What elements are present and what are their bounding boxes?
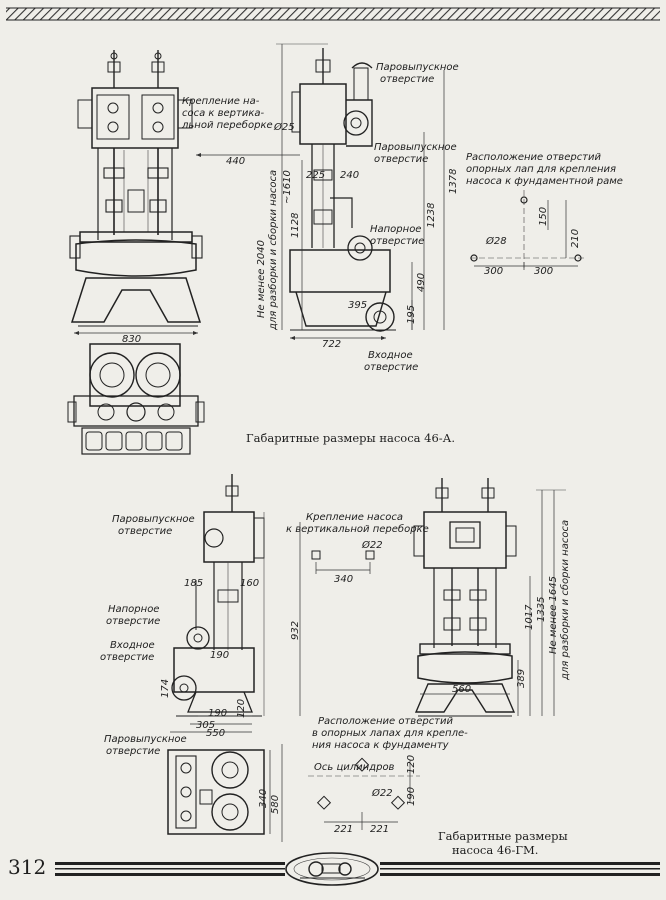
pump-46gm-plan-view <box>167 744 283 842</box>
gm-dim-1017: 1017 <box>524 604 535 630</box>
gm-callout-inlet-1: Входное <box>110 640 155 651</box>
pump-46a-feet-holes <box>470 190 584 270</box>
gm-callout-mount-2: к вертикальной переборке <box>286 523 429 535</box>
gm-dim-190b: 190 <box>208 708 227 719</box>
vertical-note-1: Не менее 2040 <box>256 240 267 318</box>
pump-46gm-front-view <box>299 478 566 717</box>
gm-callout-delivery-1: Напорное <box>108 604 159 615</box>
pump-46gm-labels: Паровыпускное отверстие Напорное отверст… <box>100 512 571 835</box>
gm-callout-feet-2: в опорных лапах для крепле- <box>312 728 468 739</box>
bottom-border <box>55 852 660 886</box>
callout-mount-vertical-3: льной переборке <box>181 119 273 131</box>
callout-inlet-1: Входное <box>368 350 413 361</box>
gm-dim-221a: 221 <box>334 824 353 835</box>
gm-dim-160: 160 <box>240 578 259 589</box>
gm-callout-mount-1: Крепление насоса <box>306 512 403 523</box>
pump-46gm-feet-holes <box>308 757 420 830</box>
callout-steam-outlet-mid-2: отверстие <box>374 154 428 165</box>
gm-dim-120a: 120 <box>236 699 247 718</box>
gm-dim-190a: 190 <box>210 650 229 661</box>
callout-inlet-2: отверстие <box>364 362 418 373</box>
dim-210: 210 <box>570 229 581 248</box>
dim-d25: Ø25 <box>273 121 295 133</box>
gm-cyl-axis: Ось цилиндров <box>314 762 395 773</box>
pump-46gm-mount-holes <box>311 550 375 574</box>
caption-46gm-line2: насоса 46-ГМ. <box>452 843 538 857</box>
pump-46a-side-view <box>196 43 445 340</box>
callout-delivery-1: Напорное <box>370 224 421 235</box>
dim-440: 440 <box>226 156 245 167</box>
dim-300-right: 300 <box>534 266 553 277</box>
gm-vertical-note-1: Не менее 1645 <box>548 576 559 654</box>
dim-395: 395 <box>348 300 367 311</box>
gm-dim-550: 550 <box>206 728 225 739</box>
dim-1238: 1238 <box>426 203 437 228</box>
gm-dim-190c: 190 <box>406 787 417 806</box>
gm-callout-delivery-2: отверстие <box>106 616 160 627</box>
gm-dim-560: 560 <box>452 684 471 695</box>
dim-d28: Ø28 <box>485 235 507 247</box>
dim-830: 830 <box>122 334 141 345</box>
callout-steam-outlet-top-2: отверстие <box>380 74 434 85</box>
dim-1128: 1128 <box>290 213 301 238</box>
gm-dim-580: 580 <box>270 795 281 814</box>
gm-dim-185: 185 <box>184 578 203 589</box>
callout-feet-holes-3: насоса к фундаментной раме <box>466 176 623 187</box>
gm-callout-steam-outlet-plan-2: отверстие <box>106 746 160 757</box>
gm-dim-305: 305 <box>196 720 215 731</box>
gm-callout-steam-outlet-plan-1: Паровыпускное <box>104 734 187 745</box>
gm-dim-174: 174 <box>160 679 171 698</box>
callout-feet-holes-2: опорных лап для крепления <box>466 164 616 175</box>
top-border <box>6 7 660 21</box>
page-number: 312 <box>8 855 46 879</box>
dim-225: 225 <box>306 170 325 181</box>
dim-300-left: 300 <box>484 266 503 277</box>
dim-490: 490 <box>416 273 427 292</box>
gm-callout-steam-outlet-2: отверстие <box>118 526 172 537</box>
callout-steam-outlet-mid-1: Паровыпускное <box>374 142 457 153</box>
gm-dim-1335: 1335 <box>536 597 547 622</box>
pump-46a-front-view <box>69 50 203 335</box>
gm-dim-340: 340 <box>258 789 269 808</box>
dim-240: 240 <box>340 170 359 181</box>
dim-195: 195 <box>406 305 417 324</box>
dim-1610: ~1610 <box>282 170 293 204</box>
gm-dim-340b: 340 <box>334 574 353 585</box>
gm-dim-221b: 221 <box>370 824 389 835</box>
gm-callout-steam-outlet-1: Паровыпускное <box>112 514 195 525</box>
gm-dim-932: 932 <box>290 621 301 640</box>
gm-dim-d22b: Ø22 <box>371 787 393 799</box>
callout-steam-outlet-top-1: Паровыпускное <box>376 62 459 73</box>
gm-callout-inlet-2: отверстие <box>100 652 154 663</box>
ornament-emblem-icon <box>285 852 379 886</box>
callout-mount-vertical-2: соса к вертика- <box>182 108 265 119</box>
callout-mount-vertical-1: Крепление на- <box>182 96 260 107</box>
pump-46a-plan-view <box>67 343 205 455</box>
gm-dim-389: 389 <box>516 669 527 688</box>
callout-delivery-2: отверстие <box>370 236 424 247</box>
dim-722: 722 <box>322 339 341 350</box>
gm-dim-d22a: Ø22 <box>361 539 383 551</box>
gm-callout-feet-1: Расположение отверстий <box>318 716 454 727</box>
gm-dim-120b: 120 <box>406 755 417 774</box>
dim-150: 150 <box>538 207 549 226</box>
pump-46gm-side-view <box>170 474 265 733</box>
caption-46a: Габаритные размеры насоса 46-А. <box>246 431 455 445</box>
pump-46a-labels: Крепление на- соса к вертика- льной пере… <box>122 62 623 373</box>
caption-46gm-line1: Габаритные размеры <box>438 829 568 843</box>
vertical-note-2: для разборки и сборки насоса <box>267 170 279 331</box>
gm-vertical-note-2: для разборки и сборки насоса <box>559 520 571 681</box>
dim-1378: 1378 <box>448 169 459 194</box>
gm-callout-feet-3: ния насоса к фундаменту <box>312 740 450 751</box>
callout-feet-holes-1: Расположение отверстий <box>466 152 602 163</box>
